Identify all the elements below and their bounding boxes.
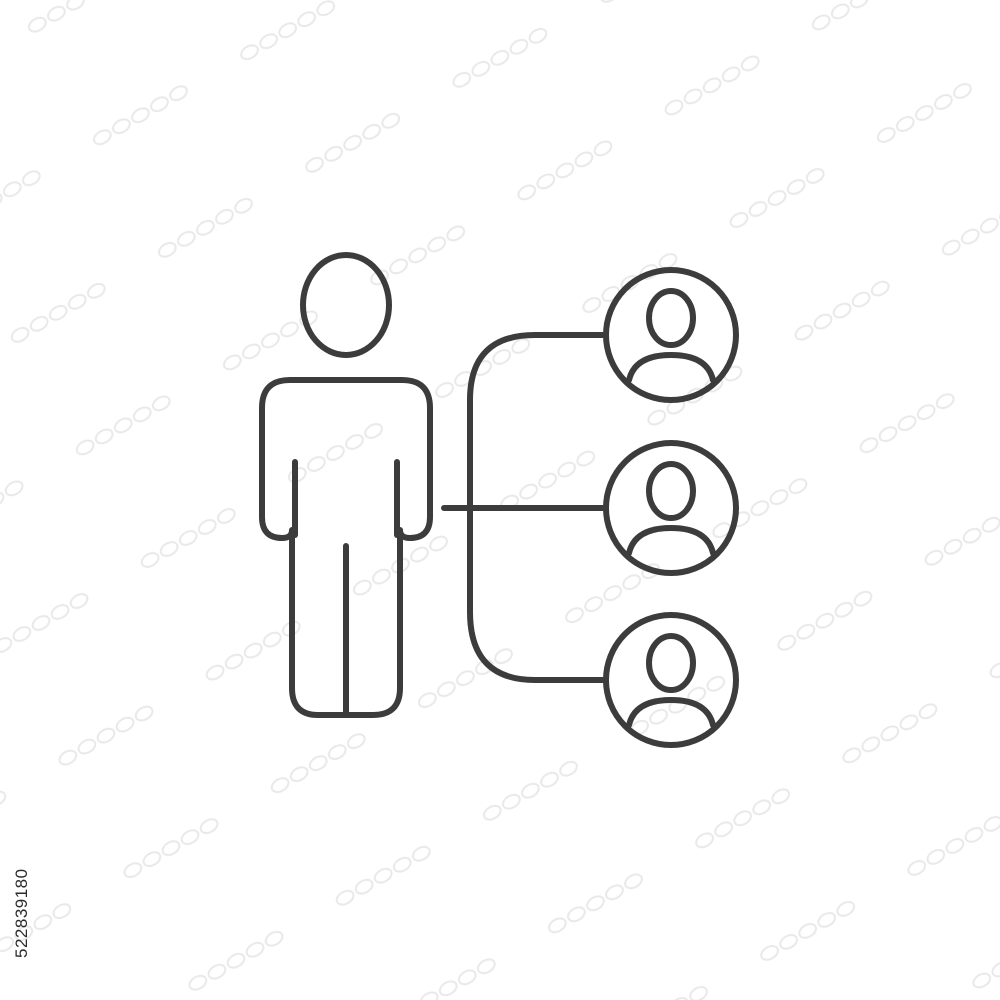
user-avatar-icon bbox=[603, 267, 739, 403]
person-standing-icon bbox=[259, 252, 433, 718]
avatar-shoulders-middle bbox=[626, 525, 716, 556]
user-avatar-icon bbox=[603, 440, 739, 576]
avatar-ring-top bbox=[603, 267, 739, 403]
person-body bbox=[259, 377, 433, 718]
avatar-head-top bbox=[646, 288, 696, 348]
avatar-shoulders-top bbox=[626, 352, 716, 383]
connector-branch bbox=[467, 332, 607, 683]
user-avatar-icon bbox=[603, 612, 739, 748]
avatar-head-bottom bbox=[646, 633, 696, 693]
avatar-head-middle bbox=[646, 461, 696, 521]
avatar-shoulders-bottom bbox=[626, 697, 716, 728]
avatar-ring-middle bbox=[603, 440, 739, 576]
org-chart-connector-icon bbox=[441, 332, 607, 683]
avatar-ring-bottom bbox=[603, 612, 739, 748]
stock-image-id: 522839180 bbox=[12, 868, 31, 958]
person-head bbox=[300, 252, 392, 358]
